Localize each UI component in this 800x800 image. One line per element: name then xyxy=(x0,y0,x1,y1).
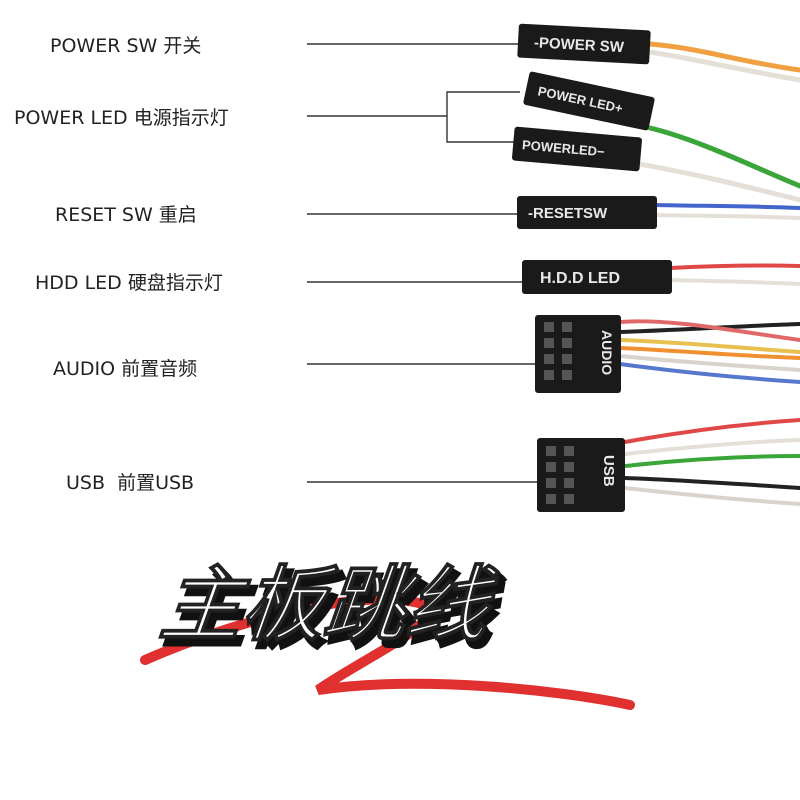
wire-white xyxy=(618,354,800,372)
wire-white xyxy=(668,278,800,286)
power-led-bracket xyxy=(446,91,520,143)
audio-connector xyxy=(535,315,621,393)
wire-green xyxy=(623,454,800,468)
pin-hole xyxy=(564,446,574,456)
pin-hole xyxy=(562,370,572,380)
power-sw-connector-text: -POWER SW xyxy=(534,34,626,56)
hdd-led-label: HDD LED 硬盘指示灯 xyxy=(35,272,223,294)
hdd-led-connector-text: H.D.D LED xyxy=(540,270,620,287)
usb-connector xyxy=(537,438,625,512)
wire-red xyxy=(668,263,800,270)
wire-blue xyxy=(618,362,800,384)
usb-connector-text: USB xyxy=(600,455,617,487)
pin-hole xyxy=(564,462,574,472)
wire-white xyxy=(623,486,800,506)
pin-hole xyxy=(546,478,556,488)
wire-blue xyxy=(653,203,800,210)
pin-hole xyxy=(546,494,556,504)
power-sw-connector xyxy=(517,23,651,65)
pin-hole xyxy=(544,354,554,364)
wire-red xyxy=(623,418,800,444)
pin-hole xyxy=(562,354,572,364)
title: 主板跳线 xyxy=(155,558,502,653)
pin-hole xyxy=(564,494,574,504)
pin-hole xyxy=(562,322,572,332)
wire-white xyxy=(623,438,800,456)
wire-yellow xyxy=(618,338,800,354)
pin-hole xyxy=(544,338,554,348)
reset-sw-connector-text: -RESETSW xyxy=(528,205,608,222)
power-sw-label: POWER SW 开关 xyxy=(50,35,202,57)
wire-white xyxy=(653,213,800,220)
wire-white xyxy=(612,157,800,203)
hdd-led-connector xyxy=(522,260,672,294)
usb-label: USB 前置USB xyxy=(66,472,195,494)
wire-orange xyxy=(647,41,800,73)
pin-hole xyxy=(544,322,554,332)
audio-connector-text: AUDIO xyxy=(599,330,615,375)
wire-orange xyxy=(618,346,800,360)
pin-hole xyxy=(562,338,572,348)
reset-sw-connector xyxy=(517,196,657,229)
power-led-plus-connector xyxy=(523,71,655,131)
wire-green xyxy=(647,125,800,189)
audio-label: AUDIO 前置音频 xyxy=(53,358,198,380)
pin-hole xyxy=(564,478,574,488)
wire-black xyxy=(623,476,800,490)
power-led-minus-connector xyxy=(512,126,642,172)
power-led-minus-connector-text: POWERLED− xyxy=(522,137,606,159)
power-led-label: POWER LED 电源指示灯 xyxy=(14,107,229,129)
pin-hole xyxy=(544,370,554,380)
red-swoosh xyxy=(140,594,635,710)
reset-sw-label: RESET SW 重启 xyxy=(55,204,197,226)
title-shadow: 主板跳线 xyxy=(161,565,508,660)
wire-white xyxy=(647,49,800,83)
pin-hole xyxy=(546,446,556,456)
wire-red xyxy=(618,319,800,342)
pin-hole xyxy=(546,462,556,472)
